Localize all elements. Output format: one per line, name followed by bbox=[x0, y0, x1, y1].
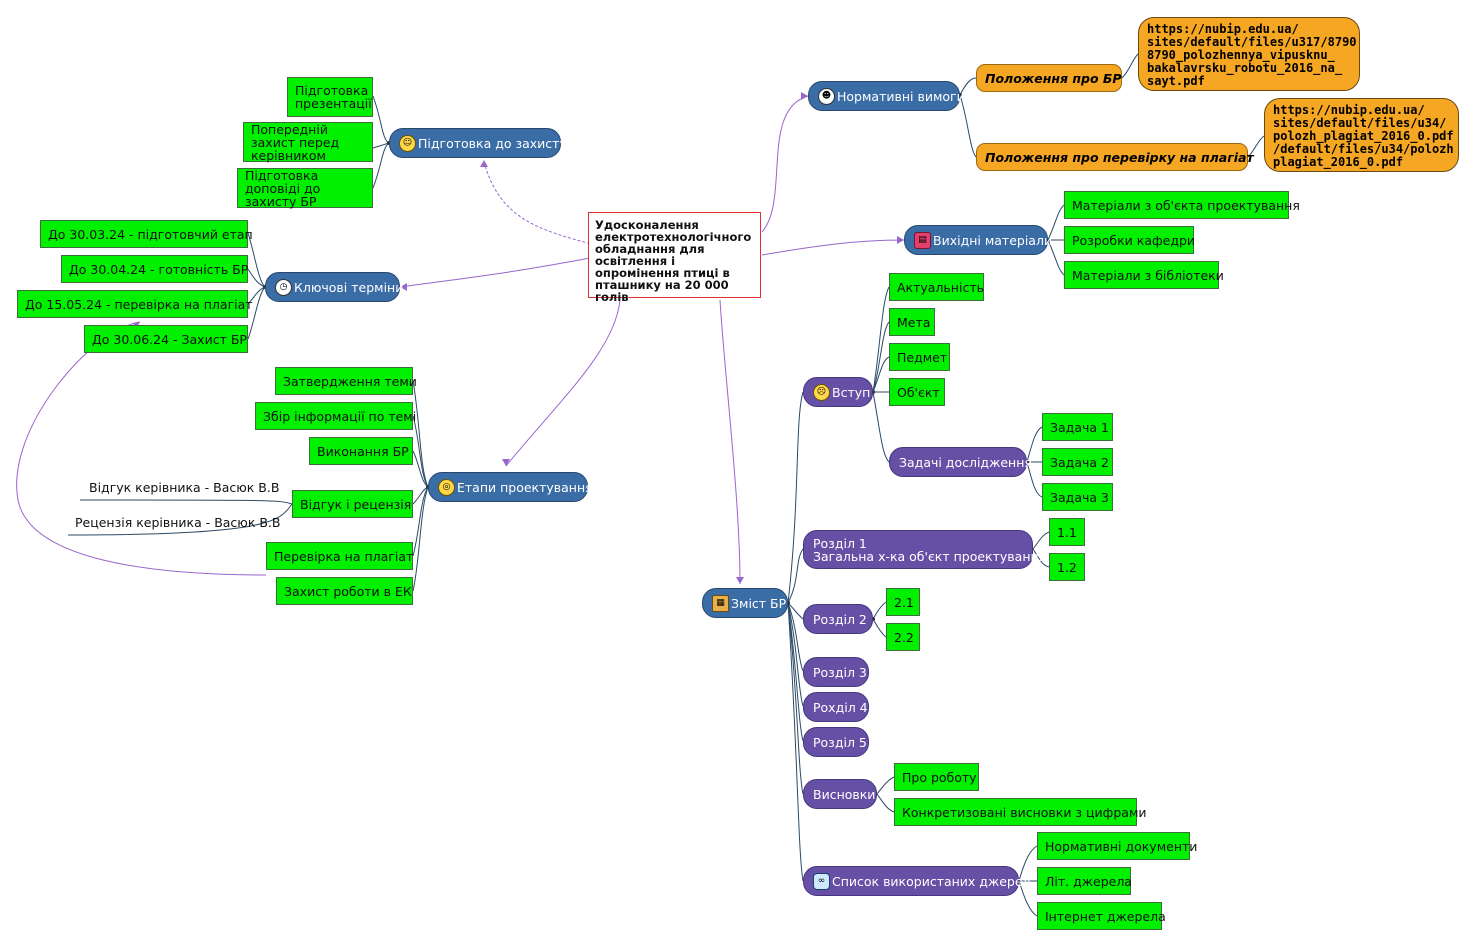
content-references-label: Список використаних джерел bbox=[832, 873, 1031, 889]
prep-item[interactable]: Попередній захист перед керівником bbox=[243, 122, 373, 162]
section-1-item[interactable]: 1.1 bbox=[1049, 518, 1085, 546]
branch-norms-label: Нормативні вимоги bbox=[837, 88, 965, 104]
content-section-2[interactable]: Розділ 2 bbox=[803, 604, 873, 634]
branch-deadlines[interactable]: ◷ Ключові терміни bbox=[265, 272, 404, 302]
branch-content[interactable]: ▦ Зміст БР bbox=[702, 588, 788, 618]
content-section-5[interactable]: Розділ 5 bbox=[803, 727, 869, 757]
branch-content-label: Зміст БР bbox=[731, 595, 787, 611]
stage-item[interactable]: Перевірка на плагіат bbox=[266, 542, 413, 570]
content-conclusions[interactable]: Висновки bbox=[803, 779, 877, 809]
glasses-face-icon: ◎ bbox=[438, 478, 455, 496]
prep-item[interactable]: Підготовка доповіді до захисту БР bbox=[237, 168, 373, 208]
central-topic[interactable]: Удосконалення електротехнологічного обла… bbox=[588, 212, 761, 303]
stage-item[interactable]: Збір інформації по темі bbox=[255, 402, 416, 430]
content-references[interactable]: ∞ Список використаних джерел bbox=[803, 866, 1031, 896]
branch-source-label: Вихідні матеріали bbox=[933, 232, 1053, 248]
norm-doc[interactable]: Положення про перевірку на плагіат bbox=[976, 143, 1254, 171]
branch-source[interactable]: ▤ Вихідні матеріали bbox=[904, 225, 1052, 255]
content-section-4[interactable]: Рохділ 4 bbox=[803, 692, 869, 722]
source-item[interactable]: Розробки кафедри bbox=[1064, 226, 1195, 254]
branch-norms[interactable]: ☻ Нормативні вимоги bbox=[808, 81, 965, 111]
content-section-3[interactable]: Розділ 3 bbox=[803, 657, 869, 687]
content-intro-label: Вступ bbox=[832, 384, 871, 400]
conclusion-item[interactable]: Про роботу bbox=[894, 763, 979, 791]
stage-item[interactable]: Відгук і рецензія bbox=[292, 490, 413, 518]
intro-item[interactable]: Об'єкт bbox=[889, 378, 945, 406]
branch-prep[interactable]: ☺ Підготовка до захисту bbox=[389, 128, 567, 158]
stage-item[interactable]: Виконання БР bbox=[309, 437, 413, 465]
deadline-item[interactable]: До 30.04.24 - готовність БР bbox=[61, 255, 248, 283]
branch-stages[interactable]: ◎ Етапи проектування bbox=[428, 472, 593, 502]
branch-prep-label: Підготовка до захисту bbox=[418, 135, 567, 151]
section-2-item[interactable]: 2.1 bbox=[886, 588, 920, 616]
task-item[interactable]: Задача 2 bbox=[1042, 448, 1113, 476]
stage-item[interactable]: Затвердження теми bbox=[275, 367, 417, 395]
books-icon: ▤ bbox=[914, 231, 931, 249]
review-note[interactable]: Відгук керівника - Васюк В.В bbox=[89, 480, 280, 495]
deadline-item[interactable]: До 30.06.24 - Захист БР bbox=[84, 325, 248, 353]
branch-stages-label: Етапи проектування bbox=[457, 479, 593, 495]
content-tasks[interactable]: Задачі дослідження bbox=[889, 447, 1032, 477]
task-item[interactable]: Задача 3 bbox=[1042, 483, 1113, 511]
worried-face-icon: ☹ bbox=[813, 383, 830, 401]
review-note[interactable]: Рецензія керівника - Васюк В.В bbox=[75, 515, 281, 530]
reference-item[interactable]: Нормативні документи bbox=[1037, 832, 1197, 860]
deadline-item[interactable]: До 30.03.24 - підготовчий етап bbox=[40, 220, 253, 248]
content-intro[interactable]: ☹ Вступ bbox=[803, 377, 873, 407]
norm-doc[interactable]: Положення про БР bbox=[976, 64, 1122, 92]
content-section-1[interactable]: Розділ 1 Загальна х-ка об'єкт проектуван… bbox=[803, 530, 1046, 569]
clock-icon: ◷ bbox=[275, 278, 292, 296]
source-item[interactable]: Матеріали з об'єкта проектування bbox=[1064, 191, 1300, 219]
section-1-item[interactable]: 1.2 bbox=[1049, 553, 1085, 581]
deadline-item[interactable]: До 15.05.24 - перевірка на плагіат bbox=[17, 290, 253, 318]
task-item[interactable]: Задача 1 bbox=[1042, 413, 1113, 441]
section-1-title: Розділ 1 bbox=[813, 535, 867, 551]
section-1-subtitle: Загальна х-ка об'єкт проектування bbox=[813, 548, 1047, 564]
smiley-icon: ☺ bbox=[399, 134, 416, 152]
reference-item[interactable]: Інтернет джерела bbox=[1037, 902, 1166, 930]
reference-item[interactable]: Літ. джерела bbox=[1037, 867, 1132, 895]
conclusion-item[interactable]: Конкретизовані висновки з цифрами bbox=[894, 798, 1147, 826]
stage-item[interactable]: Захист роботи в ЕК bbox=[276, 577, 413, 605]
book-icon: ▦ bbox=[712, 594, 729, 612]
norm-url-link[interactable]: https://nubip.edu.ua/ sites/default/file… bbox=[1264, 98, 1459, 172]
robot-icon: ☻ bbox=[818, 87, 835, 105]
prep-item[interactable]: Підготовка презентації bbox=[287, 77, 373, 117]
section-2-item[interactable]: 2.2 bbox=[886, 623, 920, 651]
intro-item[interactable]: Педмет bbox=[889, 343, 950, 371]
binoculars-icon: ∞ bbox=[813, 872, 830, 890]
intro-item[interactable]: Актуальність bbox=[889, 273, 984, 301]
intro-item[interactable]: Мета bbox=[889, 308, 935, 336]
branch-deadlines-label: Ключові терміни bbox=[294, 279, 404, 295]
source-item[interactable]: Матеріали з бібліотеки bbox=[1064, 261, 1224, 289]
norm-url-link[interactable]: https://nubip.edu.ua/ sites/default/file… bbox=[1138, 17, 1360, 91]
